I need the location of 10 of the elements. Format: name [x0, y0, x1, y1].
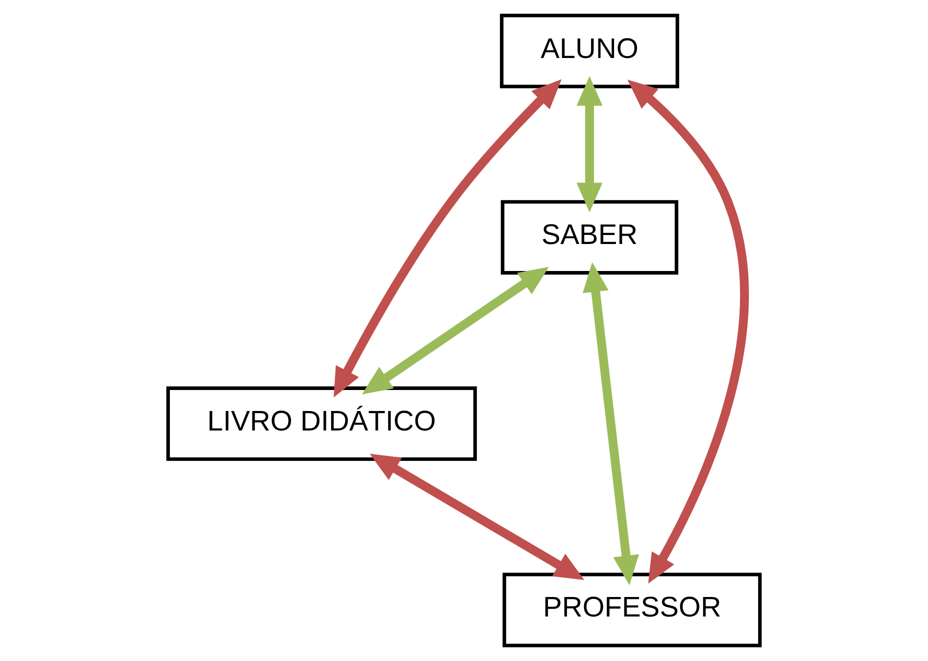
- node-box: ALUNO: [500, 14, 680, 88]
- arrow: [334, 79, 562, 398]
- node-box: SABER: [500, 200, 678, 275]
- node-box: PROFESSOR: [502, 572, 762, 648]
- arrow: [362, 266, 549, 394]
- node-box: LIVRO DIDÁTICO: [166, 386, 477, 461]
- arrow: [576, 76, 603, 212]
- arrow: [582, 262, 639, 586]
- arrow: [370, 454, 584, 580]
- arrow: [627, 80, 749, 584]
